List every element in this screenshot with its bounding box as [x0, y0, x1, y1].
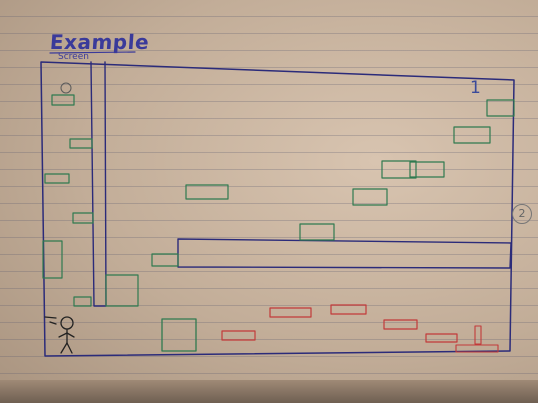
stick-figure-player-icon [44, 316, 75, 354]
ledge-3 [72, 212, 94, 224]
hazard-2 [269, 307, 312, 318]
platform-5 [409, 161, 445, 178]
step-platform [151, 253, 179, 267]
platform-6 [453, 126, 491, 144]
coin-icon [51, 82, 75, 106]
ledge-4 [42, 240, 63, 279]
block-by-column [105, 274, 139, 307]
platform-3 [352, 188, 388, 206]
platform-1 [185, 184, 229, 200]
ledge-1 [69, 138, 93, 149]
platform-7 [486, 99, 515, 117]
title-underline [49, 51, 136, 54]
lever-icon [455, 325, 499, 353]
sketch-subtitle: Screen [58, 52, 89, 62]
hazard-4 [383, 319, 418, 330]
ledge-5 [73, 296, 92, 307]
horizontal-wall [177, 238, 512, 269]
platform-2 [299, 223, 335, 241]
page-number: 2 [512, 204, 532, 224]
hazard-3 [330, 304, 367, 315]
page-edge [0, 380, 538, 403]
hazard-1 [221, 330, 256, 341]
tall-column [90, 61, 107, 307]
ledge-2 [44, 173, 70, 184]
door-block [161, 318, 197, 352]
screen-border [40, 61, 515, 357]
hazard-5 [425, 333, 458, 343]
platform-4 [381, 160, 417, 179]
level-label: 1 [470, 78, 481, 98]
